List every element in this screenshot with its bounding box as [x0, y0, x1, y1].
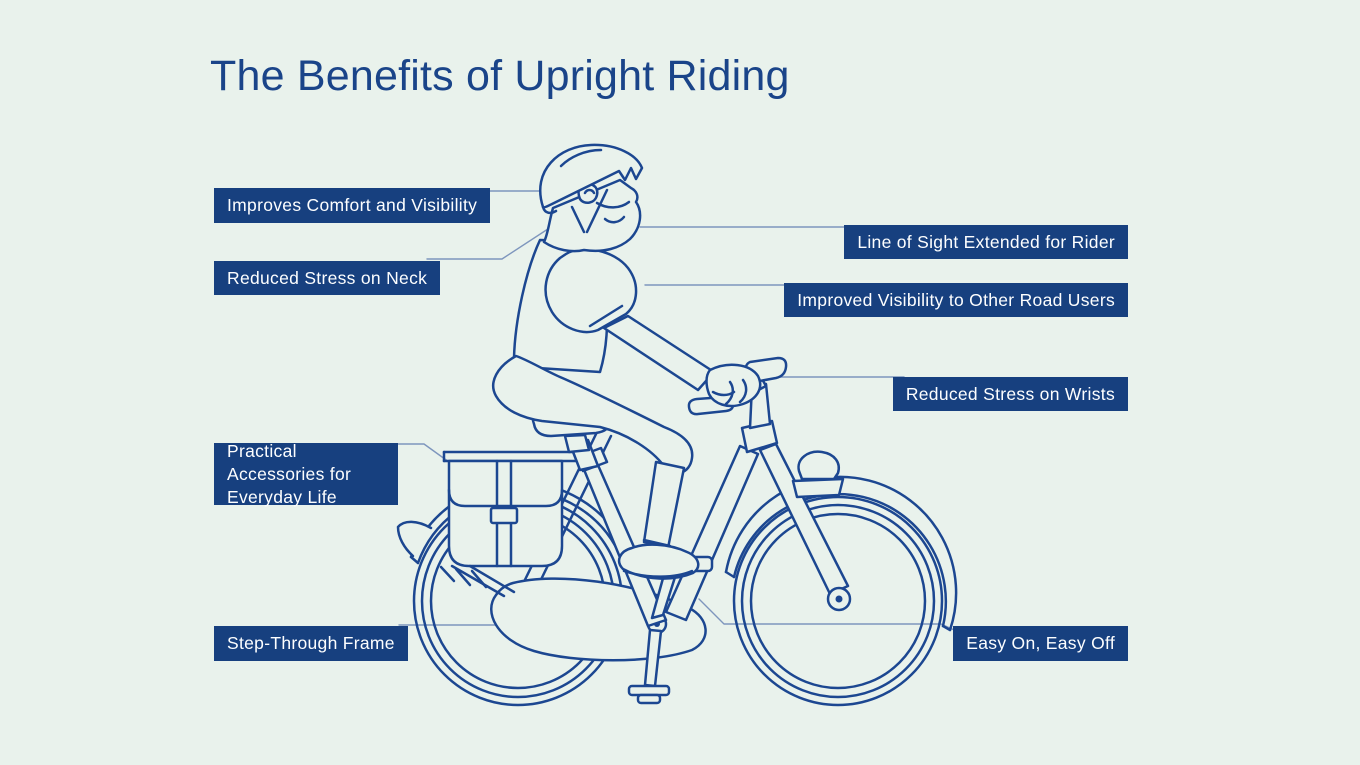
finger-line-2 [738, 378, 748, 404]
label-line-of-sight-extended: Line of Sight Extended for Rider [844, 225, 1128, 259]
front-fender-cap-left [724, 570, 736, 579]
mouth [603, 215, 626, 224]
rider [491, 238, 762, 580]
front-tire [732, 495, 944, 707]
connector-accessories [395, 443, 450, 463]
headlight-bowl [797, 450, 840, 481]
helmet-rim [541, 205, 558, 215]
pannier-bag [439, 459, 564, 598]
sleeve-hem [588, 304, 624, 328]
ear-inner [583, 188, 596, 195]
helmet-vent-line [559, 148, 603, 168]
thumb-line [711, 390, 736, 397]
headlight [791, 450, 845, 499]
headlight-bracket [791, 477, 845, 499]
front-fender [724, 475, 958, 632]
rack-strut-1 [450, 564, 506, 598]
label-practical-accessories: Practical Accessories for Everyday Life [214, 441, 398, 507]
front-fender-outer [724, 475, 958, 632]
rack-hatch-2 [454, 567, 472, 587]
page-title: The Benefits of Upright Riding [210, 52, 790, 100]
rack-hatch-1 [439, 565, 456, 583]
helmet-strap-back [570, 205, 586, 234]
label-reduced-stress-on-wrists: Reduced Stress on Wrists [892, 377, 1128, 411]
helmet-strap-front [585, 188, 609, 234]
connector-neck [426, 226, 552, 260]
front-rim-outer [740, 503, 936, 699]
label-step-through-frame: Step-Through Frame [214, 626, 408, 661]
rear-mudflap [396, 520, 433, 558]
rider-head [539, 143, 644, 253]
label-reduced-stress-on-neck: Reduced Stress on Neck [214, 261, 441, 295]
far-pedal [627, 684, 671, 697]
front-axle [835, 595, 843, 603]
front-wheel [732, 495, 944, 707]
hand [705, 363, 762, 408]
connector-easy-on [698, 598, 964, 635]
far-pedal-cage [636, 693, 662, 705]
bag-flap [447, 488, 564, 508]
rack-strut-2 [468, 564, 516, 594]
label-easy-on-easy-off: Easy On, Easy Off [953, 626, 1128, 661]
front-rim-inner [749, 512, 927, 690]
chain-case-body [490, 577, 707, 662]
label-improved-visibility-to-others: Improved Visibility to Other Road Users [784, 283, 1128, 317]
shin [642, 460, 686, 550]
front-fender-cap-right [941, 624, 952, 632]
rack-hatch-3 [470, 569, 488, 589]
label-improves-comfort-and-visibility: Improves Comfort and Visibility [214, 188, 491, 223]
bag-buckle [489, 506, 519, 525]
shoe-sole [622, 569, 694, 578]
front-fender-inner [732, 492, 948, 628]
rear-fender-cap [409, 555, 420, 565]
shoe [617, 543, 700, 580]
face-and-beard [542, 178, 642, 253]
forearm [602, 314, 716, 392]
saddle-clamp [563, 433, 591, 454]
